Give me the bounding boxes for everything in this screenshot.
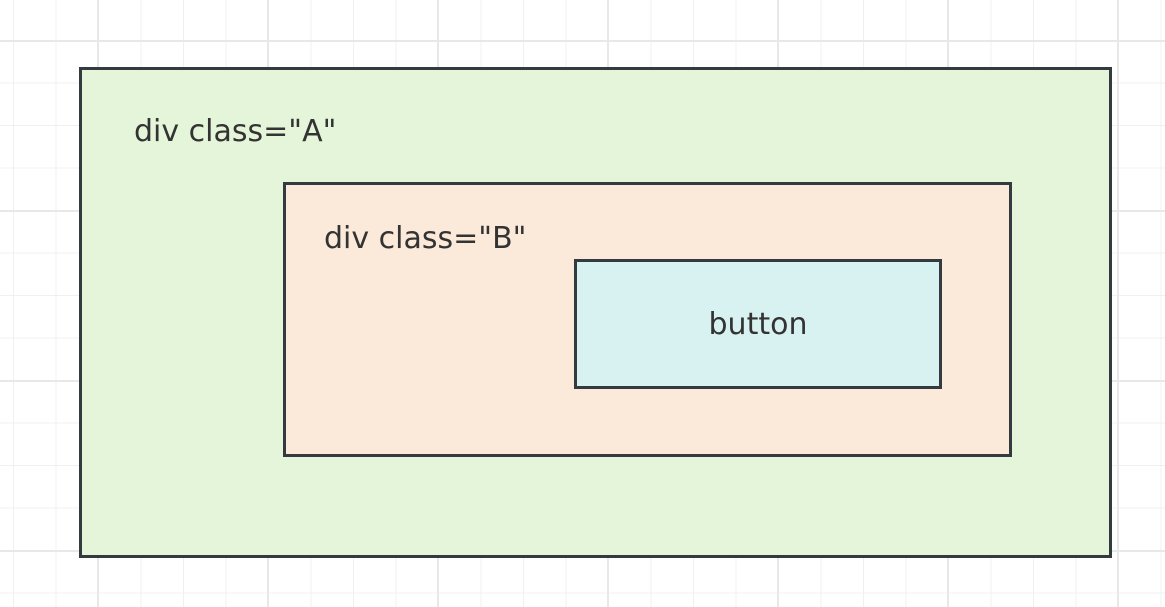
button-box: button <box>574 259 942 389</box>
button-label: button <box>708 306 808 342</box>
div-b-label: div class="B" <box>324 221 527 256</box>
div-a-label: div class="A" <box>134 114 337 149</box>
